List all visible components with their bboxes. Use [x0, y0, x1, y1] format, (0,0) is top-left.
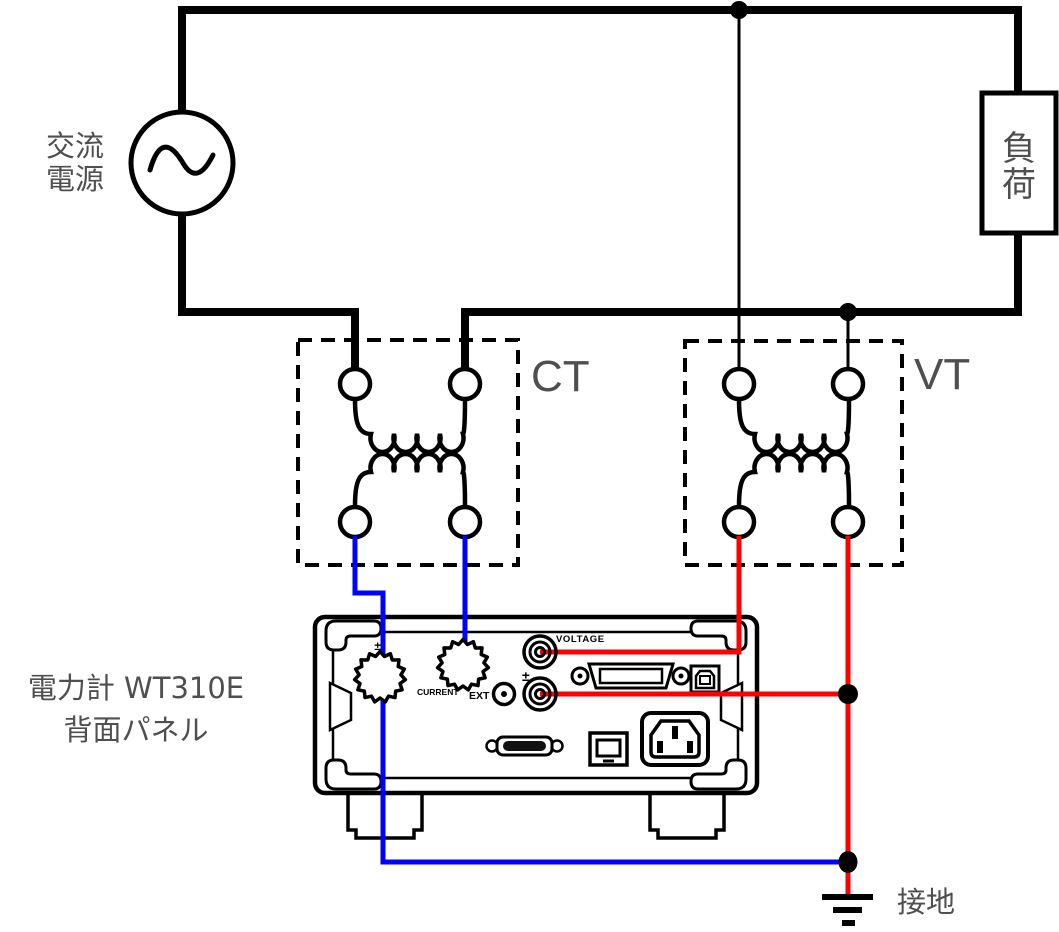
- current-knob: [435, 637, 491, 692]
- current-wire-a: [352, 536, 848, 865]
- ct-transformer: CT: [296, 338, 590, 567]
- usb-b-tongue: [699, 675, 711, 685]
- gpib-screw-dot-right: [678, 673, 684, 679]
- vt-label: VT: [914, 350, 970, 399]
- meter-panel-components: ± CURRENT EXT VOLTAGE ±: [352, 634, 721, 767]
- ring-mid: [528, 682, 552, 706]
- vt-windings: [739, 400, 849, 506]
- ground-symbol: [822, 894, 873, 926]
- ext-bnc-pin: [501, 691, 507, 697]
- usb-b-port: [689, 664, 721, 694]
- meter-foot-right: [648, 795, 726, 840]
- ac-inlet-pin-right: [687, 741, 693, 753]
- junction-dot-ground: [838, 851, 858, 873]
- gpib-screw-dot-left: [577, 673, 583, 679]
- secondary-voltage-wiring: [540, 536, 851, 896]
- load: 負 荷: [979, 90, 1059, 236]
- ac-source: 交流 電源: [46, 109, 236, 217]
- load-label-char2: 荷: [1002, 165, 1036, 205]
- meter-caption-line2: 背面パネル: [63, 713, 208, 747]
- junction-dot-top: [730, 1, 748, 19]
- dsub-pins: [503, 741, 546, 751]
- ethernet-inner: [595, 738, 622, 758]
- dsub-connector: [485, 735, 564, 757]
- vt-terminal: [721, 366, 757, 402]
- vt-terminal: [721, 504, 757, 540]
- junction-dot-bottom: [839, 303, 857, 321]
- ring-outer: [522, 676, 558, 712]
- sine-wave-icon: [147, 144, 216, 176]
- ac-source-label-line1: 交流: [46, 129, 104, 163]
- junction-dot-voltage: [838, 684, 858, 704]
- ground-bar-1: [822, 894, 873, 900]
- bottom-conductor-left: [178, 212, 359, 372]
- ring-mid: [528, 640, 552, 664]
- voltage-binding-post: [522, 634, 558, 670]
- gpib-slot: [598, 667, 664, 685]
- ethernet-port: [588, 731, 629, 767]
- ct-label: CT: [531, 352, 590, 401]
- current-plusminus-knob: [352, 649, 408, 704]
- current-polarity-label: ±: [374, 639, 381, 653]
- ring-inner: [534, 688, 546, 700]
- ring-outer: [522, 634, 558, 670]
- voltage-terminals: [522, 634, 558, 712]
- ac-source-label-line2: 電源: [46, 162, 104, 196]
- load-label-char1: 負: [1002, 129, 1036, 169]
- ground-label: 接地: [897, 885, 955, 919]
- meter-caption: 電力計 WT310E 背面パネル: [28, 671, 244, 747]
- ct-windings: [355, 400, 465, 506]
- ext-label: EXT: [469, 690, 490, 702]
- load-box: [979, 90, 1059, 236]
- ac-inlet-pin-center: [672, 726, 678, 739]
- ring-inner: [534, 646, 546, 658]
- top-conductor: [178, 6, 1022, 114]
- vt-terminal: [830, 504, 866, 540]
- ac-inlet: [640, 711, 710, 767]
- voltage-label: VOLTAGE: [556, 634, 605, 645]
- vt-box: [683, 339, 904, 567]
- ct-terminal: [337, 366, 373, 402]
- ext-bnc-connector: [491, 681, 517, 707]
- ct-box: [296, 338, 520, 567]
- ct-terminal: [337, 504, 373, 540]
- meter-caption-line1: 電力計 WT310E: [28, 671, 244, 705]
- ground-bar-2: [833, 907, 862, 913]
- voltage-polarity-label: ±: [522, 668, 530, 684]
- voltage-plusminus-binding-post: [522, 676, 558, 712]
- vt-terminal: [830, 366, 866, 402]
- main-circuit: [178, 6, 1022, 372]
- ground-bar-3: [842, 920, 855, 926]
- ac-inlet-pin-left: [657, 741, 663, 753]
- ct-terminal: [447, 504, 483, 540]
- voltage-wire-a: [540, 536, 742, 655]
- current-label: CURRENT: [417, 687, 459, 697]
- vt-transformer: VT: [683, 339, 970, 567]
- gpib-connector: [570, 662, 691, 690]
- ct-terminal: [447, 366, 483, 402]
